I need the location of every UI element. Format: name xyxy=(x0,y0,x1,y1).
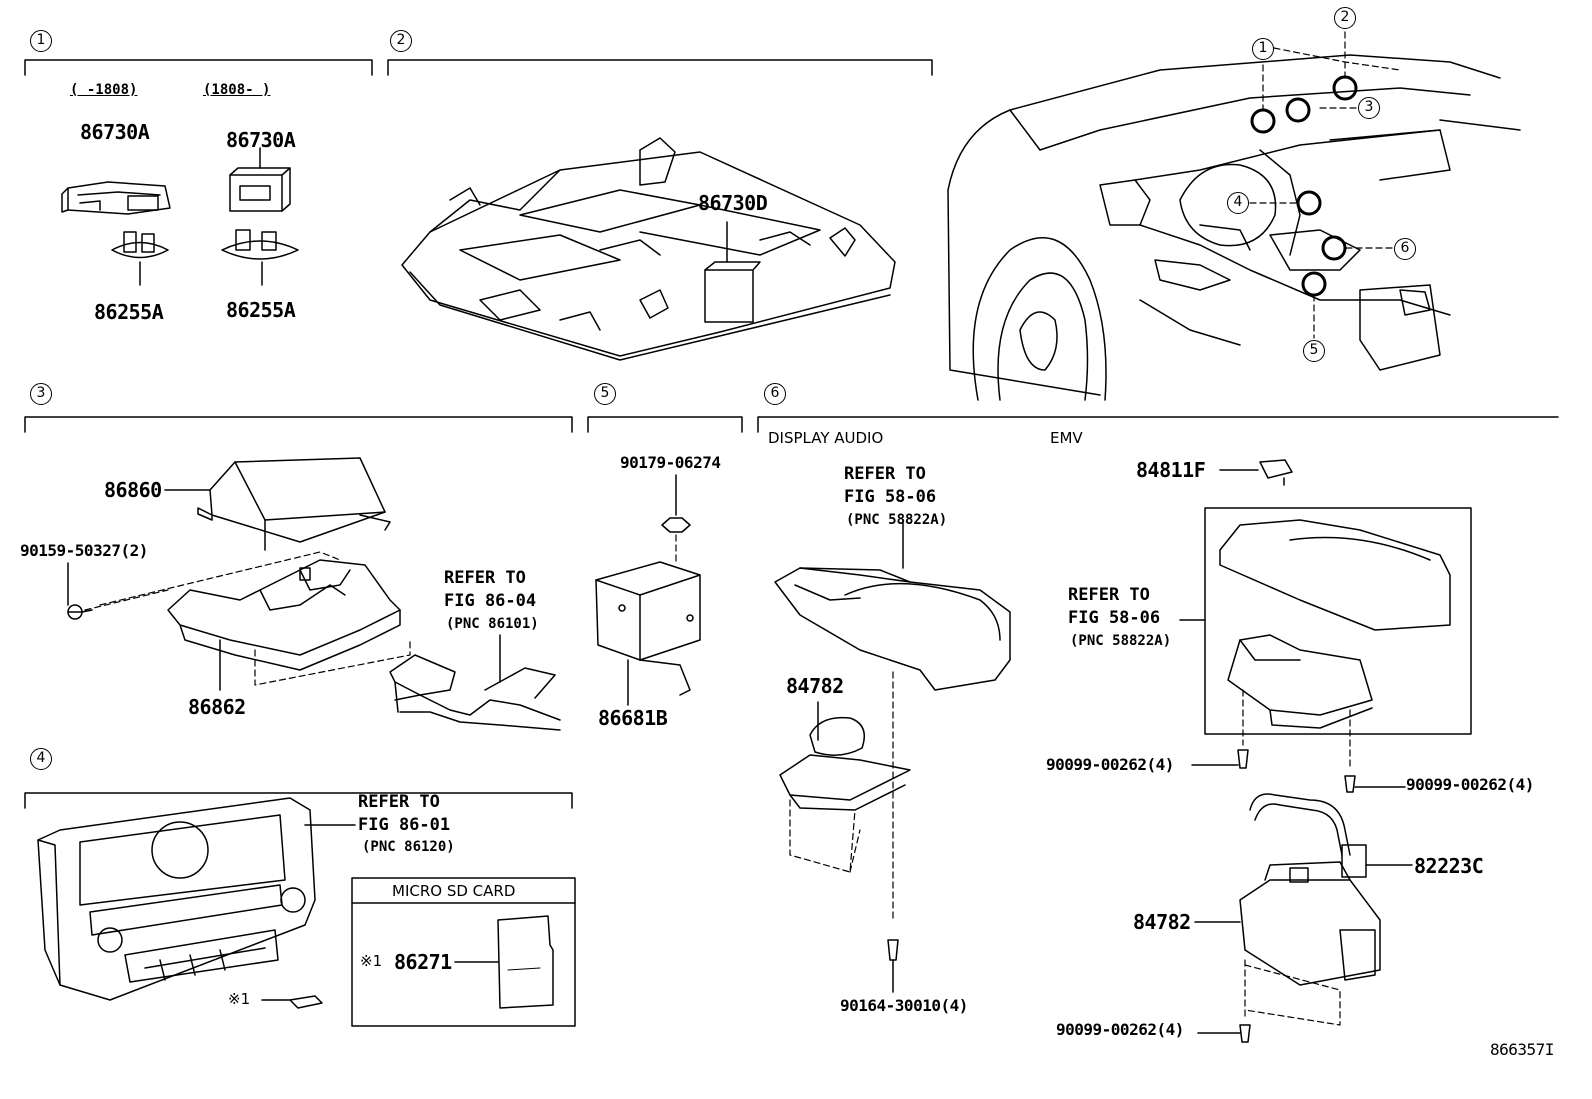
part-label-90099-00262-right: 90099-00262(4) xyxy=(1406,775,1534,794)
part-label-86255a-old: 86255A xyxy=(94,300,164,324)
refer-86120-line2: FIG 86-01 xyxy=(358,815,451,835)
emv-dashed xyxy=(1242,689,1351,1026)
emv-header: EMV xyxy=(1050,429,1083,447)
part-label-86271: 86271 xyxy=(394,950,452,974)
vehicle-callout-3: 3 xyxy=(1358,97,1380,119)
refer-86101-line2: FIG 86-04 xyxy=(444,591,537,611)
part-label-90179-06274: 90179-06274 xyxy=(620,453,721,472)
refer-da-line1: REFER TO xyxy=(844,464,926,484)
section-1-number: 1 xyxy=(36,32,46,48)
display-audio-header: DISPLAY AUDIO xyxy=(768,429,884,447)
section-3-number: 3 xyxy=(36,385,46,401)
console-display-audio xyxy=(774,519,1011,691)
part-label-84811f: 84811F xyxy=(1136,458,1206,482)
refer-emv-pnc: (PNC 58822A) xyxy=(1070,633,1172,649)
vehicle-callout-2: 2 xyxy=(1334,7,1356,29)
vehicle-callout-1: 1 xyxy=(1252,38,1274,60)
part-label-86730a-old: 86730A xyxy=(80,120,150,144)
part-label-90159-50327: 90159-50327(2) xyxy=(20,541,148,560)
section-brackets xyxy=(24,59,1559,809)
section6-da-dashed xyxy=(789,799,861,873)
module-86860 xyxy=(164,457,391,551)
controller-84782-emv xyxy=(1194,861,1381,986)
range-old-label: ( -1808) xyxy=(70,82,138,98)
vehicle-callout-1-number: 1 xyxy=(1258,40,1268,56)
section-5-number: 5 xyxy=(600,385,610,401)
connector-86730a-new xyxy=(229,147,291,212)
bolt-90159 xyxy=(67,562,93,620)
micro-sd-marker xyxy=(261,995,323,1009)
vehicle-interior xyxy=(947,54,1521,401)
vehicle-callout-4: 4 xyxy=(1227,192,1249,214)
console-emv xyxy=(1179,519,1451,631)
part-label-86730a-new: 86730A xyxy=(226,128,296,152)
micro-sd-card xyxy=(454,915,554,1009)
refer-86101-pnc: (PNC 86101) xyxy=(446,616,539,632)
part-label-84782-emv: 84782 xyxy=(1133,910,1191,934)
terminal-86255a-new xyxy=(221,229,299,286)
connector-86730a-old xyxy=(61,181,171,215)
vehicle-callout-4-number: 4 xyxy=(1233,194,1243,210)
micro-sd-box xyxy=(351,877,576,1027)
terminal-86255a-old xyxy=(111,231,169,286)
vehicle-callout-3-number: 3 xyxy=(1364,99,1374,115)
section-4-marker: 4 xyxy=(30,748,52,770)
controller-assembly-emv xyxy=(1227,634,1373,729)
section-4-number: 4 xyxy=(36,750,46,766)
section-2-marker: 2 xyxy=(390,30,412,52)
cable-82223c xyxy=(1249,793,1413,878)
vehicle-callout-5-number: 5 xyxy=(1309,342,1319,358)
vehicle-callout-6-number: 6 xyxy=(1400,240,1410,256)
screws-90099 xyxy=(1191,749,1406,1043)
micro-sd-mark: ※1 xyxy=(360,952,383,970)
section-2-number: 2 xyxy=(396,32,406,48)
part-label-86860: 86860 xyxy=(104,478,162,502)
refer-da-line2: FIG 58-06 xyxy=(844,487,937,507)
emv-box xyxy=(1204,507,1472,735)
part-label-86681b: 86681B xyxy=(598,706,668,730)
section-6-number: 6 xyxy=(770,385,780,401)
wire-harness-86101 xyxy=(389,634,561,731)
section-5-marker: 5 xyxy=(594,383,616,405)
part-label-90164-30010: 90164-30010(4) xyxy=(840,996,968,1015)
part-label-84782-da: 84782 xyxy=(786,674,844,698)
refer-86120-line1: REFER TO xyxy=(358,792,440,812)
refer-86101-line1: REFER TO xyxy=(444,568,526,588)
refer-emv-line1: REFER TO xyxy=(1068,585,1150,605)
vehicle-callout-lines xyxy=(1249,31,1401,339)
micro-sd-title: MICRO SD CARD xyxy=(392,882,516,900)
part-label-90099-00262-left: 90099-00262(4) xyxy=(1046,755,1174,774)
part-label-86730d: 86730D xyxy=(698,191,768,215)
part-label-82223c: 82223C xyxy=(1414,854,1484,878)
section3-dashed xyxy=(84,551,411,686)
part-label-90099-00262-bottom: 90099-00262(4) xyxy=(1056,1020,1184,1039)
part-label-86862: 86862 xyxy=(188,695,246,719)
bracket-86862 xyxy=(167,559,401,691)
refer-da-pnc: (PNC 58822A) xyxy=(846,512,948,528)
overhead-console xyxy=(401,137,896,361)
audio-panel xyxy=(37,797,356,1001)
diagram-id: 866357I xyxy=(1490,1040,1554,1059)
section-6-marker: 6 xyxy=(764,383,786,405)
part-label-86255a-new: 86255A xyxy=(226,298,296,322)
section-1-marker: 1 xyxy=(30,30,52,52)
screw-90164 xyxy=(887,939,899,993)
vehicle-callout-5: 5 xyxy=(1303,340,1325,362)
vehicle-callout-6: 6 xyxy=(1394,238,1416,260)
vehicle-location-circles xyxy=(1250,75,1358,297)
range-new-label: (1808- ) xyxy=(203,82,271,98)
section-3-marker: 3 xyxy=(30,383,52,405)
module-86681b xyxy=(595,561,701,706)
micro-sd-slot-mark: ※1 xyxy=(228,990,251,1008)
nut-90179 xyxy=(661,474,691,533)
refer-emv-line2: FIG 58-06 xyxy=(1068,608,1161,628)
controller-84782-da xyxy=(779,701,911,811)
knob-84811f xyxy=(1219,459,1293,486)
vehicle-callout-2-number: 2 xyxy=(1340,9,1350,25)
refer-86120-pnc: (PNC 86120) xyxy=(362,839,455,855)
